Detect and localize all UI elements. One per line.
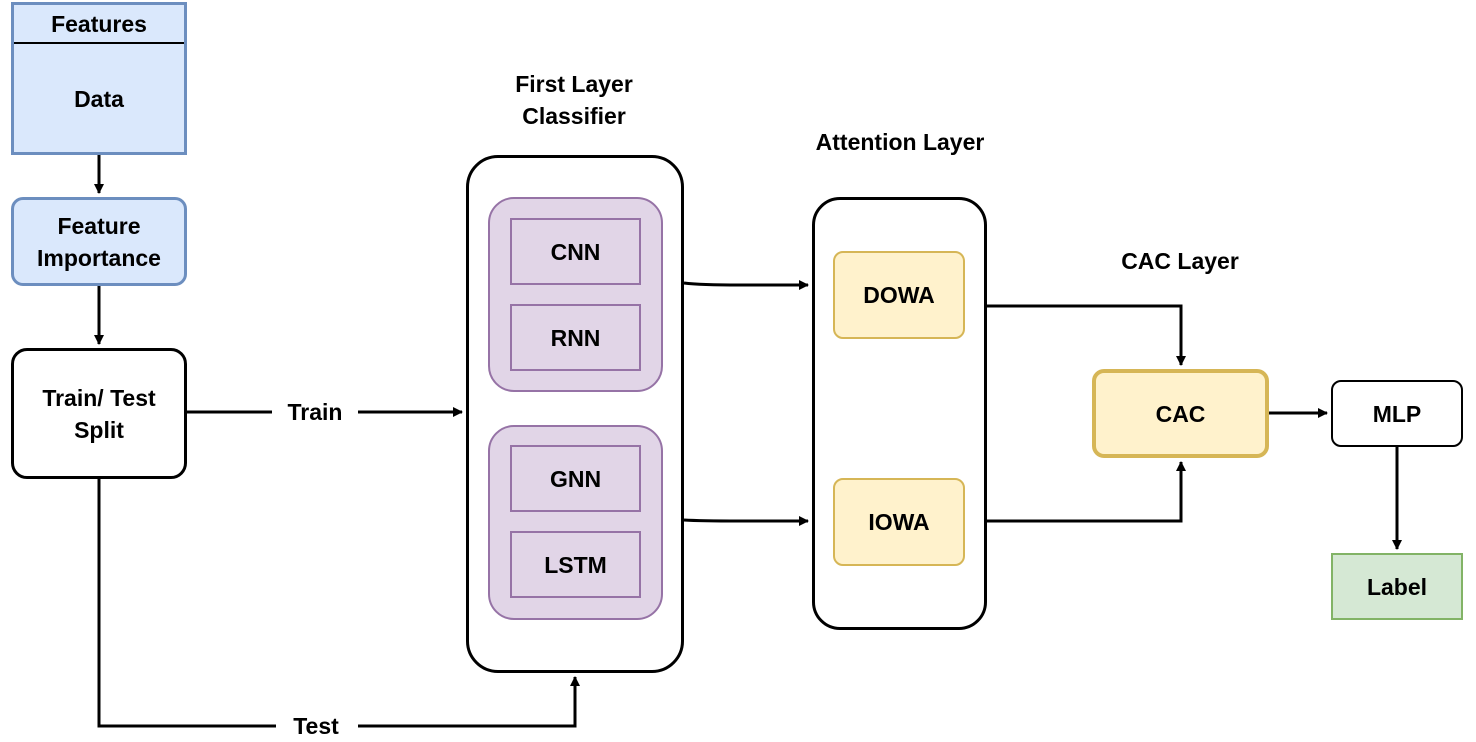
- data-label: Data: [74, 86, 124, 112]
- edge-test-line-b: [358, 676, 580, 728]
- edge-dowa-to-cac: [987, 304, 1186, 366]
- cac-node: CAC: [1092, 369, 1269, 458]
- rnn-node: RNN: [510, 304, 641, 371]
- edge-flc-to-iowa: [683, 516, 809, 526]
- attention-layer-title: Attention Layer: [815, 129, 985, 155]
- edge-test-line-a: [97, 479, 276, 728]
- dowa-node: DOWA: [833, 251, 965, 339]
- gnn-node: GNN: [510, 445, 641, 512]
- split-label: Train/ Test Split: [42, 384, 156, 443]
- cnn-node: CNN: [510, 218, 641, 285]
- cac-layer-title: CAC Layer: [1121, 248, 1239, 274]
- first-layer-title: First Layer Classifier: [515, 71, 633, 129]
- edge-iowa-to-cac: [987, 461, 1186, 523]
- features-data-box: Features Data: [11, 2, 187, 155]
- mlp-node: MLP: [1331, 380, 1463, 447]
- edge-flc-to-dowa: [683, 280, 809, 290]
- edge-label-train: Train: [287, 399, 343, 425]
- features-header: Features: [14, 5, 184, 44]
- train-test-split-node: Train/ Test Split: [11, 348, 187, 479]
- lstm-node: LSTM: [510, 531, 641, 598]
- feature-importance-node: Feature Importance: [11, 197, 187, 286]
- iowa-node: IOWA: [833, 478, 965, 566]
- label-node: Label: [1331, 553, 1463, 620]
- feature-importance-label: Feature Importance: [37, 212, 161, 271]
- edge-label-test: Test: [276, 710, 356, 742]
